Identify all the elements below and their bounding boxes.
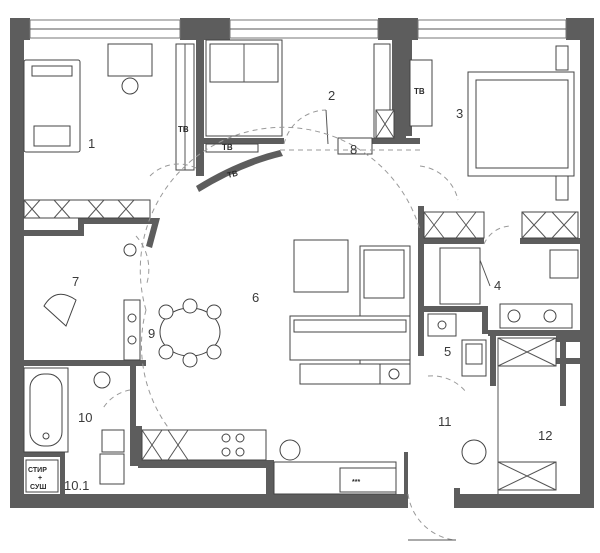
outer-walls [10, 18, 594, 508]
room-5-furniture [427, 313, 487, 393]
room-1-furniture [23, 43, 197, 219]
tv-labels: ТВ ТВ ТВ ТВ [178, 87, 425, 180]
tv-label-room-1: ТВ [178, 125, 189, 134]
stars-label: *** [352, 479, 360, 486]
kitchen-counter [141, 429, 397, 495]
room-4-furniture [423, 211, 579, 329]
room-12-furniture [497, 337, 557, 494]
tv-label-room-3: ТВ [414, 87, 425, 96]
room-3-furniture [409, 45, 575, 201]
room-labels: 1 2 3 4 5 6 7 8 9 10 10.1 11 12 [64, 88, 552, 493]
room-label-6: 6 [252, 290, 259, 305]
room-label-3: 3 [456, 106, 463, 121]
washer-label-line1: СТИР [28, 467, 47, 474]
washer-label-line2: + [38, 475, 42, 482]
room-label-11: 11 [438, 414, 452, 429]
room-label-10-1: 10.1 [64, 478, 89, 493]
room-2-furniture [205, 39, 395, 155]
room-label-10: 10 [78, 410, 92, 425]
room-6-furniture [123, 126, 421, 431]
room-label-5: 5 [444, 344, 451, 359]
room-10-furniture [23, 367, 131, 485]
room-label-2: 2 [328, 88, 335, 103]
room-label-4: 4 [494, 278, 501, 293]
room-11-furniture [407, 384, 499, 541]
room-label-7: 7 [72, 274, 79, 289]
room-label-1: 1 [88, 136, 95, 151]
tv-label-room-2: ТВ [222, 143, 233, 152]
windows [29, 19, 567, 39]
interior-walls [24, 36, 584, 508]
washer-label-line3: СУШ [30, 484, 46, 491]
room-10-1-furniture [25, 459, 59, 493]
room-label-12: 12 [538, 428, 552, 443]
tv-label-curved-wall: ТВ [226, 169, 239, 180]
room-7-furniture [43, 235, 150, 327]
room-label-9: 9 [148, 326, 155, 341]
washer-label: СТИР + СУШ [28, 467, 47, 491]
room-label-8: 8 [350, 142, 357, 157]
